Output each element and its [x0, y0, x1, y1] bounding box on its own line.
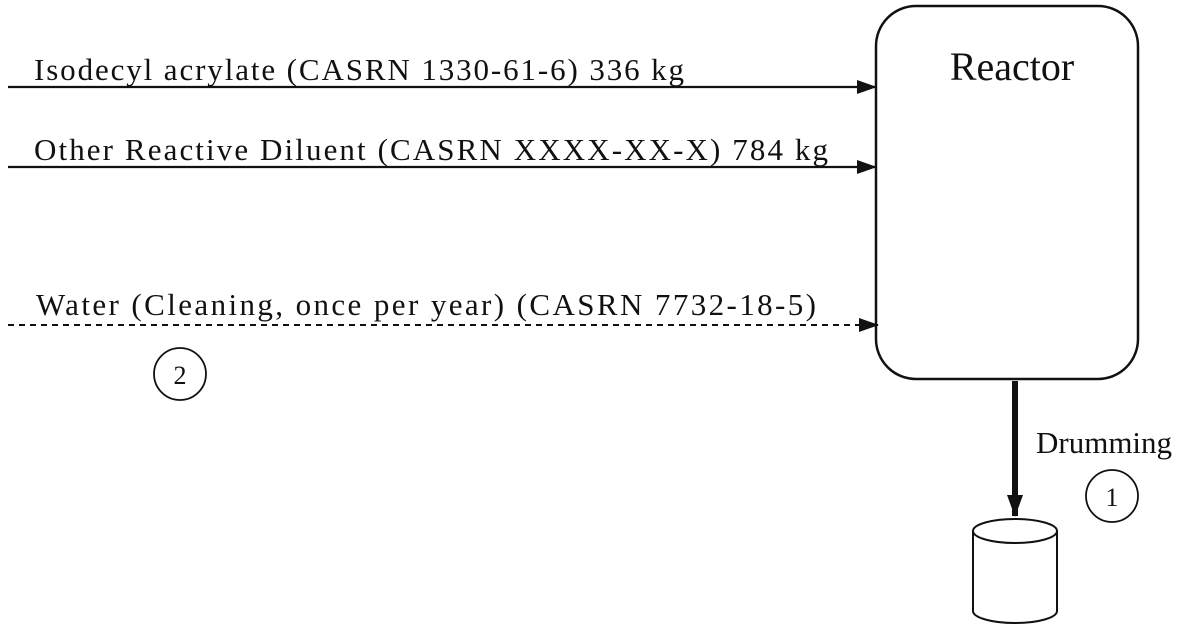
marker-circle-1	[1085, 469, 1139, 523]
stream-label-isodecyl-acrylate: Isodecyl acrylate (CASRN 1330-61-6) 336 …	[34, 52, 684, 87]
marker-circle-2	[153, 347, 207, 401]
drumming-label: Drumming	[1036, 425, 1172, 460]
stream-label-water-cleaning: Water (Cleaning, once per year) (CASRN 7…	[36, 287, 816, 322]
drum-icon	[972, 518, 1058, 624]
marker-number-1: 1	[1106, 483, 1119, 512]
reactor-label: Reactor	[950, 44, 1074, 89]
stream-label-other-reactive-diluent: Other Reactive Diluent (CASRN XXXX-XX-X)…	[34, 132, 828, 167]
reactor-box	[874, 4, 1140, 381]
marker-number-2: 2	[174, 361, 187, 390]
